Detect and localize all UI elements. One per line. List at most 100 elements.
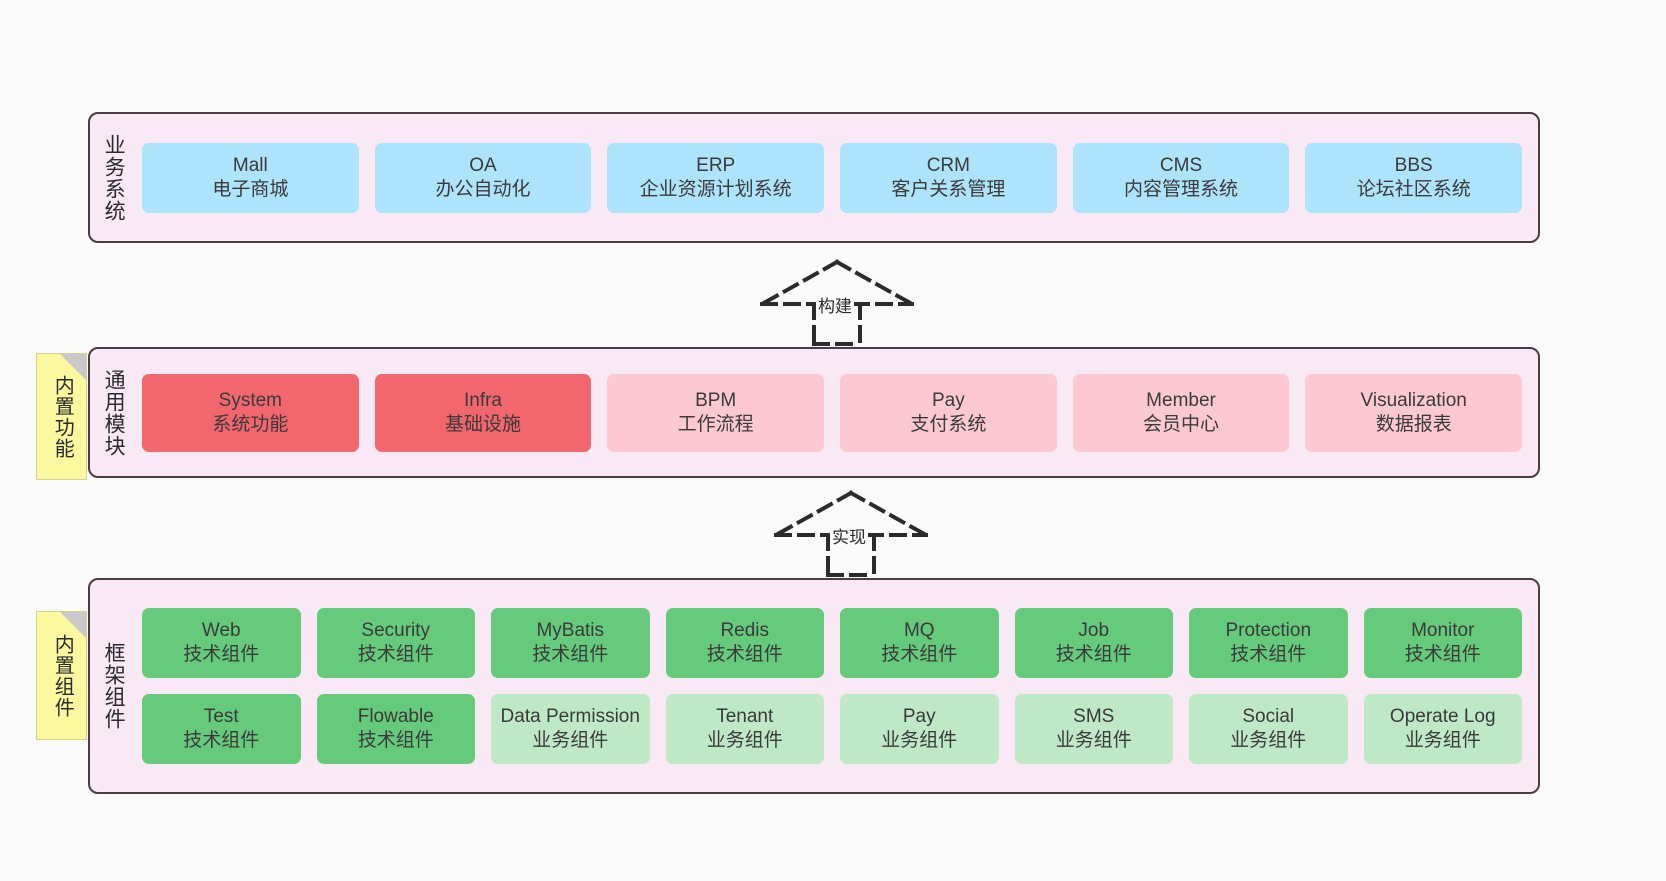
node-title: Operate Log [1389, 706, 1496, 728]
node-subtitle: 工作流程 [677, 413, 754, 435]
connector-label-build: 构建 [816, 292, 854, 317]
node-title: Flowable [357, 706, 434, 728]
node-title: Social [1242, 706, 1295, 728]
node-title: Visualization [1360, 389, 1467, 411]
node-subtitle: 系统功能 [212, 413, 289, 435]
node-subtitle: 技术组件 [881, 644, 958, 665]
node-subtitle: 技术组件 [357, 730, 434, 751]
node-subtitle: 技术组件 [532, 644, 609, 665]
note-builtin-function[interactable]: 内置功能 [36, 353, 87, 480]
layer-framework-components[interactable]: 框架组件 Web 技术组件 Security 技术组件 MyBatis 技术组件… [88, 578, 1540, 794]
node-title: Tenant [716, 706, 774, 728]
node-subtitle: 论坛社区系统 [1356, 178, 1471, 200]
layer-row: System 系统功能 Infra 基础设施 BPM 工作流程 Pay 支付系统… [142, 373, 1523, 452]
layer-business-systems[interactable]: 业务系统 Mall 电子商城 OA 办公自动化 ERP 企业资源计划系统 CRM… [88, 112, 1540, 243]
node-subtitle: 技术组件 [1230, 644, 1307, 665]
node-title: Data Permission [500, 706, 640, 728]
node-subtitle: 技术组件 [706, 644, 783, 665]
layer-row: Mall 电子商城 OA 办公自动化 ERP 企业资源计划系统 CRM 客户关系… [142, 142, 1523, 213]
node-monitor[interactable]: Monitor 技术组件 [1363, 608, 1522, 678]
node-subtitle: 技术组件 [1055, 644, 1132, 665]
node-title: MQ [903, 620, 935, 642]
layer-common-modules[interactable]: 通用模块 System 系统功能 Infra 基础设施 BPM 工作流程 Pay… [88, 347, 1540, 478]
connector-label-realize: 实现 [830, 523, 868, 548]
layer-title-common: 通用模块 [102, 368, 126, 457]
node-title: Member [1146, 389, 1216, 411]
note-builtin-component[interactable]: 内置组件 [36, 611, 87, 740]
node-social[interactable]: Social 业务组件 [1189, 694, 1348, 764]
node-title: Infra [463, 389, 503, 411]
node-operate-log[interactable]: Operate Log 业务组件 [1363, 694, 1522, 764]
node-system[interactable]: System 系统功能 [142, 373, 359, 452]
node-title: Pay [931, 389, 965, 411]
node-subtitle: 业务组件 [532, 730, 609, 751]
node-subtitle: 业务组件 [1055, 730, 1132, 751]
node-subtitle: 业务组件 [1230, 730, 1307, 751]
node-title: BPM [695, 389, 737, 411]
node-visualization[interactable]: Visualization 数据报表 [1305, 373, 1523, 452]
node-title: System [218, 389, 283, 411]
node-subtitle: 业务组件 [706, 730, 783, 751]
node-title: OA [469, 154, 497, 176]
connector-build: 构建 [752, 256, 922, 346]
node-subtitle: 技术组件 [1404, 644, 1481, 665]
layer-row: Web 技术组件 Security 技术组件 MyBatis 技术组件 Redi… [142, 608, 1522, 678]
node-infra[interactable]: Infra 基础设施 [374, 373, 592, 452]
node-subtitle: 数据报表 [1375, 413, 1452, 435]
node-title: ERP [696, 154, 736, 176]
node-oa[interactable]: OA 办公自动化 [374, 142, 592, 213]
node-cms[interactable]: CMS 内容管理系统 [1072, 142, 1290, 213]
node-title: Web [201, 620, 241, 642]
layer-row: Test 技术组件 Flowable 技术组件 Data Permission … [142, 694, 1522, 764]
node-title: Test [203, 706, 239, 728]
node-title: Mall [232, 154, 268, 176]
node-subtitle: 基础设施 [445, 413, 522, 435]
node-subtitle: 会员中心 [1143, 413, 1220, 435]
node-title: Monitor [1411, 620, 1475, 642]
node-bbs[interactable]: BBS 论坛社区系统 [1305, 142, 1523, 213]
node-mq[interactable]: MQ 技术组件 [840, 608, 999, 678]
node-tenant[interactable]: Tenant 业务组件 [665, 694, 824, 764]
node-subtitle: 支付系统 [910, 413, 987, 435]
node-subtitle: 技术组件 [357, 644, 434, 665]
node-crm[interactable]: CRM 客户关系管理 [840, 142, 1057, 213]
node-pay-component[interactable]: Pay 业务组件 [840, 694, 999, 764]
layer-title-business: 业务系统 [102, 133, 126, 222]
node-subtitle: 电子商城 [212, 178, 289, 200]
node-subtitle: 内容管理系统 [1124, 178, 1239, 200]
node-subtitle: 技术组件 [183, 644, 260, 665]
node-subtitle: 客户关系管理 [891, 178, 1006, 200]
layer-body-business: Mall 电子商城 OA 办公自动化 ERP 企业资源计划系统 CRM 客户关系… [136, 114, 1538, 241]
node-member[interactable]: Member 会员中心 [1072, 373, 1290, 452]
node-title: Job [1078, 620, 1110, 642]
node-subtitle: 办公自动化 [435, 178, 531, 200]
node-title: SMS [1073, 706, 1115, 728]
layer-body-frame: Web 技术组件 Security 技术组件 MyBatis 技术组件 Redi… [136, 580, 1538, 792]
node-flowable[interactable]: Flowable 技术组件 [316, 694, 475, 764]
node-pay[interactable]: Pay 支付系统 [840, 373, 1057, 452]
node-title: MyBatis [536, 620, 605, 642]
node-test[interactable]: Test 技术组件 [142, 694, 301, 764]
node-title: Pay [902, 706, 936, 728]
node-erp[interactable]: ERP 企业资源计划系统 [607, 142, 825, 213]
node-redis[interactable]: Redis 技术组件 [665, 608, 824, 678]
node-title: Security [361, 620, 431, 642]
node-job[interactable]: Job 技术组件 [1014, 608, 1173, 678]
node-mall[interactable]: Mall 电子商城 [142, 142, 359, 213]
node-web[interactable]: Web 技术组件 [142, 608, 301, 678]
node-mybatis[interactable]: MyBatis 技术组件 [491, 608, 650, 678]
node-data-permission[interactable]: Data Permission 业务组件 [491, 694, 650, 764]
connector-realize: 实现 [766, 487, 936, 577]
node-title: Protection [1225, 620, 1312, 642]
node-sms[interactable]: SMS 业务组件 [1014, 694, 1173, 764]
node-subtitle: 企业资源计划系统 [639, 178, 792, 200]
node-subtitle: 业务组件 [881, 730, 958, 751]
node-title: CMS [1159, 154, 1203, 176]
node-security[interactable]: Security 技术组件 [316, 608, 475, 678]
node-title: BBS [1394, 154, 1433, 176]
node-bpm[interactable]: BPM 工作流程 [607, 373, 825, 452]
node-title: Redis [720, 620, 770, 642]
layer-title-frame: 框架组件 [102, 642, 126, 730]
node-protection[interactable]: Protection 技术组件 [1189, 608, 1348, 678]
